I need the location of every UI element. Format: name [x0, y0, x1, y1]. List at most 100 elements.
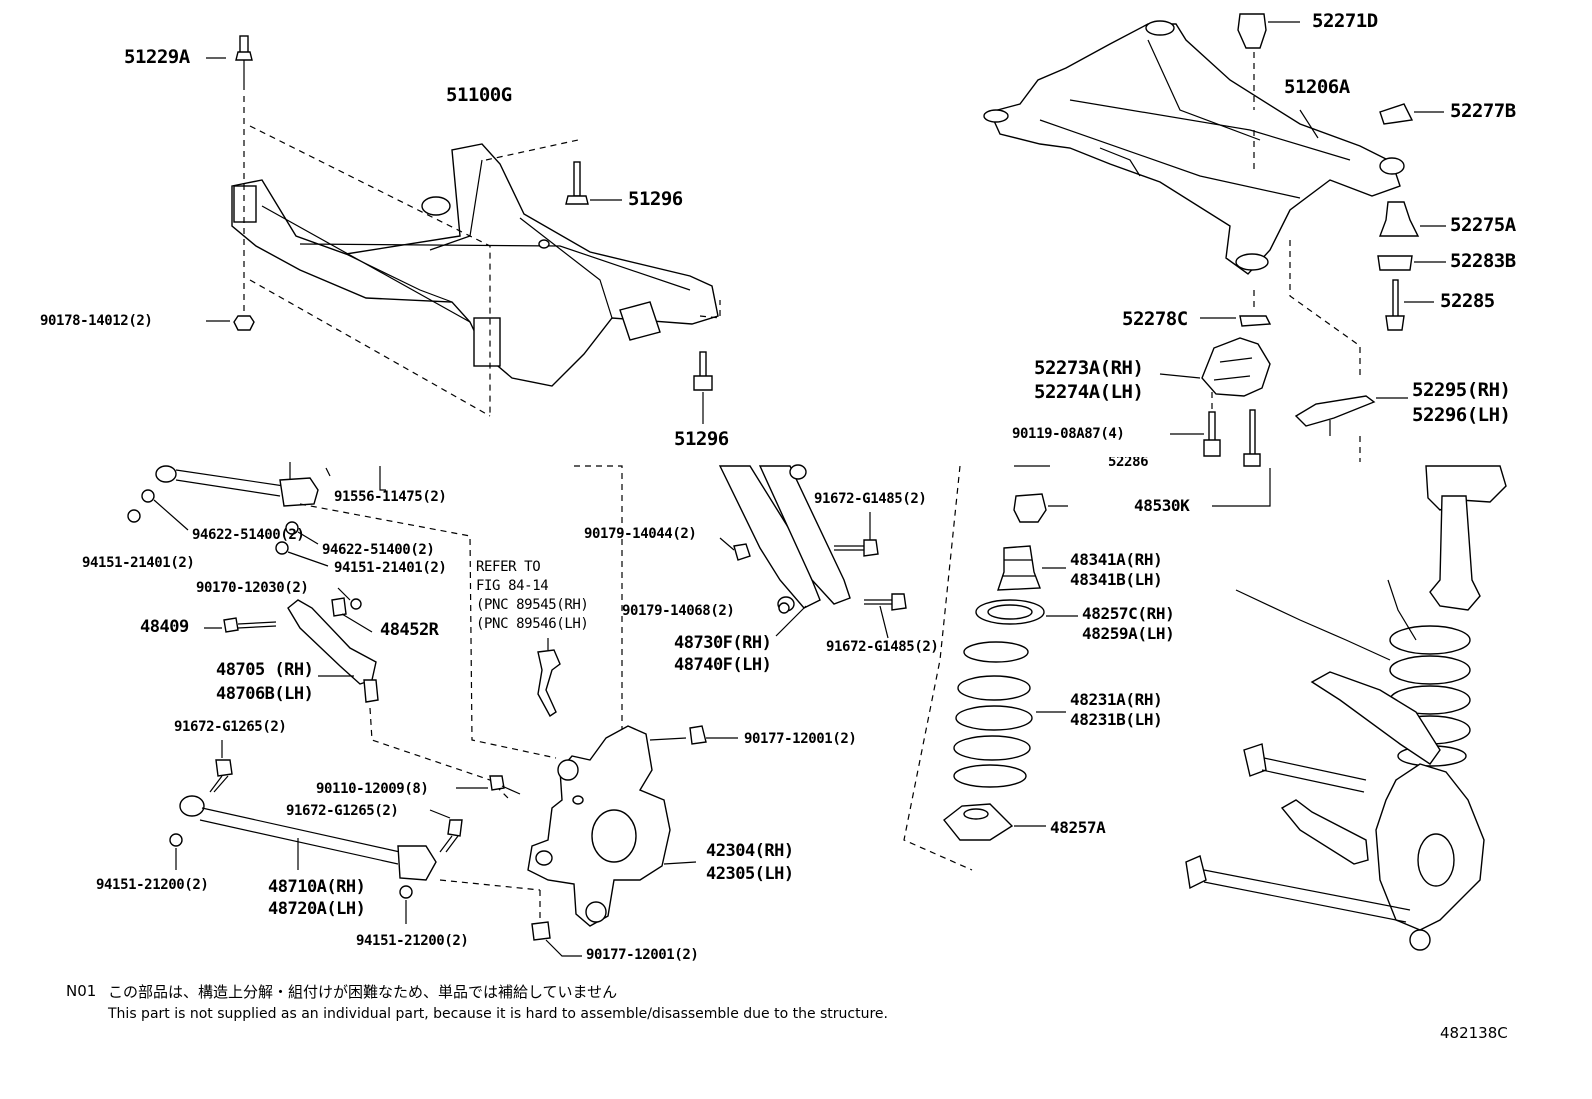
bracket-52295	[1294, 395, 1376, 436]
label-52295: 52295(RH)	[1412, 379, 1511, 401]
note-japanese: この部品は、構造上分解・組付けが困難なため、単品では補給していません	[108, 983, 618, 1001]
rod-91556	[155, 462, 386, 507]
label-52286: 52286	[1108, 457, 1148, 466]
label-94151-a: 94151-21401(2)	[82, 555, 195, 571]
nut-90179-14044	[733, 543, 751, 561]
label-52274a: 52274A(LH)	[1034, 381, 1144, 403]
label-42304: 42304(RH)	[706, 841, 794, 861]
label-48257c-48259a: 48257C(RH) 48259A(LH)	[1082, 604, 1175, 644]
label-91672-g1485-b: 91672-G1485(2)	[826, 639, 939, 655]
coil-spring-48231a	[953, 641, 1033, 788]
label-90178: 90178-14012(2)	[40, 313, 153, 329]
bolt-52286	[1243, 409, 1261, 467]
arm-48705	[287, 597, 379, 703]
bolt-51229a	[235, 35, 253, 90]
refer-note: REFER TO FIG 84-14 (PNC 89545(RH) (PNC 8…	[476, 558, 589, 634]
label-52278c: 52278C	[1122, 308, 1188, 330]
label-52271d: 52271D	[1312, 10, 1378, 32]
label-48710a-48720a: 48710A(RH) 48720A(LH)	[268, 876, 366, 920]
label-51100g: 51100G	[446, 84, 512, 106]
label-52285: 52285	[1440, 290, 1495, 312]
bolt-91672-g1485-upper	[834, 539, 879, 557]
label-48705-48706b: 48705 (RH) 48706B(LH)	[216, 658, 314, 706]
refer-line-1: REFER TO	[476, 559, 541, 575]
bolt-51296-lower	[693, 351, 713, 391]
label-48341b: 48341B(LH)	[1070, 570, 1163, 589]
label-52296: 52296(LH)	[1412, 404, 1511, 426]
label-90177-a: 90177-12001(2)	[744, 731, 857, 747]
label-52275a: 52275A	[1450, 214, 1516, 236]
note-english: This part is not supplied as an individu…	[108, 1006, 888, 1022]
bolt-48409	[223, 617, 277, 633]
upper-arm-48730f	[718, 464, 851, 612]
arm-48710a	[179, 795, 437, 881]
label-52295-52296: 52295(RH) 52296(LH)	[1412, 378, 1511, 428]
label-48730f-48740f: 48730F(RH) 48740F(LH)	[674, 632, 772, 676]
label-48720a: 48720A(LH)	[268, 899, 366, 919]
label-48705: 48705 (RH)	[216, 660, 314, 680]
label-51296-lower: 51296	[674, 428, 729, 450]
label-90179-14068: 90179-14068(2)	[622, 603, 735, 619]
label-94151-c: 94151-21200(2)	[96, 877, 209, 893]
label-42304-42305: 42304(RH) 42305(LH)	[706, 840, 794, 886]
label-48710a: 48710A(RH)	[268, 877, 366, 897]
bolt-91672-g1265-upper	[209, 759, 233, 793]
figure-id: 482138C	[1440, 1024, 1508, 1042]
bolt-91672-g1265-lower	[439, 819, 463, 853]
rear-subframe-51206a	[983, 20, 1405, 275]
label-48231: 48231A(RH) 48231B(LH)	[1070, 690, 1163, 730]
bracket-52273a	[1201, 337, 1271, 397]
bushing-52271d	[1237, 13, 1267, 49]
label-91556: 91556-11475(2)	[334, 489, 447, 505]
label-52283b: 52283B	[1450, 250, 1516, 272]
label-51206a: 51206A	[1284, 76, 1350, 98]
bolt-90119	[1203, 411, 1221, 457]
refer-line-2: FIG 84-14	[476, 578, 549, 594]
front-subframe-51100g	[231, 143, 719, 387]
label-94151-b: 94151-21401(2)	[334, 560, 447, 576]
note-code: N01	[66, 982, 97, 1000]
label-91672-g1265-b: 91672-G1265(2)	[286, 803, 399, 819]
label-91672-g1485-a: 91672-G1485(2)	[814, 491, 927, 507]
label-48257c: 48257C(RH)	[1082, 604, 1175, 623]
label-90170: 90170-12030(2)	[196, 580, 309, 596]
bolt-90110	[489, 775, 521, 795]
label-91672-g1265-a: 91672-G1265(2)	[174, 719, 287, 735]
label-94622-a: 94622-51400(2)	[192, 527, 305, 543]
label-90177-b: 90177-12001(2)	[586, 947, 699, 963]
speed-sensor	[537, 649, 561, 718]
label-48341a: 48341A(RH)	[1070, 550, 1163, 569]
label-42305: 42305(LH)	[706, 864, 794, 884]
bushing-52275a	[1378, 201, 1420, 237]
label-48530k: 48530K	[1134, 496, 1190, 515]
label-90119: 90119-08A87(4)	[1012, 426, 1125, 442]
bolt-91672-g1485-lower	[864, 593, 907, 611]
knuckle-42304	[527, 725, 671, 927]
label-48706b: 48706B(LH)	[216, 684, 314, 704]
label-48730f: 48730F(RH)	[674, 633, 772, 653]
label-48259a: 48259A(LH)	[1082, 624, 1175, 643]
refer-line-4: (PNC 89546(LH)	[476, 616, 589, 632]
nut-90178	[233, 315, 255, 331]
label-48452r: 48452R	[380, 620, 439, 640]
label-52273a-52274a: 52273A(RH) 52274A(LH)	[1034, 356, 1144, 404]
refer-line-3: (PNC 89545(RH)	[476, 597, 589, 613]
label-48740f: 48740F(LH)	[674, 655, 772, 675]
assembled-suspension-view	[1185, 465, 1507, 951]
label-90110: 90110-12009(8)	[316, 781, 429, 797]
spring-seat-48257a	[943, 803, 1014, 841]
bolt-51296-upper	[565, 161, 589, 205]
label-94151-d: 94151-21200(2)	[356, 933, 469, 949]
label-48231a: 48231A(RH)	[1070, 690, 1163, 709]
label-52273a: 52273A(RH)	[1034, 357, 1144, 379]
label-52277b: 52277B	[1450, 100, 1516, 122]
label-90179-14044: 90179-14044(2)	[584, 526, 697, 542]
label-94622-b: 94622-51400(2)	[322, 542, 435, 558]
label-51296-upper: 51296	[628, 188, 683, 210]
insulator-48341a	[997, 545, 1041, 591]
bolt-52285	[1385, 279, 1405, 331]
label-51229a: 51229A	[124, 46, 190, 68]
label-48257a: 48257A	[1050, 818, 1106, 837]
label-48409: 48409	[140, 617, 189, 637]
